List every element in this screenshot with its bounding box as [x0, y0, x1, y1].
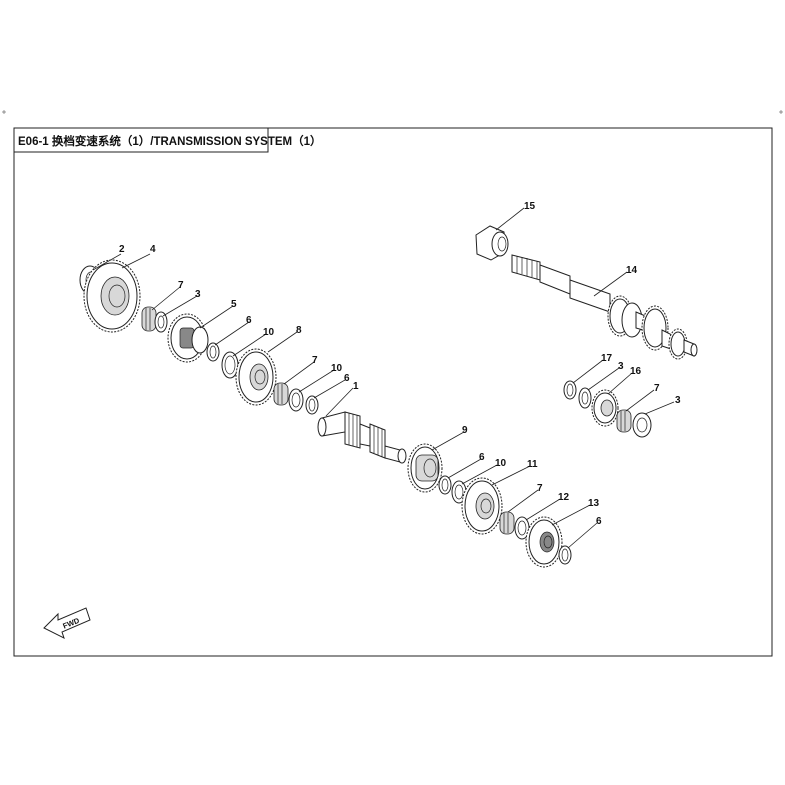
callout-8: 8 [296, 325, 302, 336]
callout-7: 7 [178, 280, 184, 291]
part-7-bearing-c [499, 511, 515, 535]
callout-3: 3 [618, 361, 624, 372]
callout-2: 2 [119, 244, 125, 255]
part-5-shifter-gear [167, 313, 209, 363]
callout-15: 15 [524, 201, 536, 212]
callout-6: 6 [596, 516, 602, 527]
leader-lines [92, 207, 675, 549]
callout-7: 7 [537, 483, 543, 494]
callout-13: 13 [588, 498, 600, 509]
callout-16: 16 [630, 366, 642, 377]
callout-10: 10 [331, 363, 343, 374]
callout-6: 6 [479, 452, 485, 463]
callout-5: 5 [231, 299, 237, 310]
callout-9: 9 [462, 425, 468, 436]
part-8-gear [235, 348, 277, 406]
callout-12: 12 [558, 492, 570, 503]
part-7-bearing-b [273, 382, 289, 406]
callout-6: 6 [344, 373, 350, 384]
part-10-washer-a [221, 351, 239, 379]
registration-marks [2, 110, 783, 114]
part-4-large-gear [83, 259, 141, 333]
callouts: 2 4 7 3 5 6 10 8 7 10 6 1 9 6 10 11 7 12… [119, 201, 681, 527]
callout-11: 11 [527, 459, 538, 470]
part-3-washer-c [632, 412, 652, 438]
callout-6: 6 [246, 315, 252, 326]
drawing-border [13, 127, 773, 657]
callout-17: 17 [601, 353, 613, 364]
callout-3: 3 [195, 289, 201, 300]
callout-7: 7 [312, 355, 318, 366]
fwd-arrow: FWD [43, 607, 91, 639]
part-16-gear [591, 389, 619, 427]
part-15-nut [475, 225, 509, 261]
part-7-bearing-a [141, 306, 157, 332]
part-17-circlip [563, 380, 577, 400]
part-10-washer-b [288, 388, 304, 412]
part-13-gear [525, 516, 563, 568]
part-12-washer [514, 516, 530, 540]
part-1-main-shaft [317, 411, 407, 464]
callout-7: 7 [654, 383, 660, 394]
part-6-circlip-b [305, 395, 319, 415]
callout-10: 10 [263, 327, 275, 338]
callout-4: 4 [150, 244, 156, 255]
part-6-circlip-d [558, 545, 572, 565]
callout-14: 14 [626, 265, 638, 276]
part-6-circlip-a [206, 342, 220, 362]
part-11-gear [461, 477, 503, 535]
part-9-gear [407, 443, 443, 493]
part-6-circlip-c [438, 475, 452, 495]
part-3-washer-b [578, 387, 592, 409]
callout-3: 3 [675, 395, 681, 406]
part-7-bearing-d [616, 409, 632, 433]
callout-1: 1 [353, 381, 359, 392]
part-3-washer-a [154, 311, 168, 333]
diagram-title: E06-1 换档变速系统（1）/TRANSMISSION SYSTEM（1） [18, 134, 322, 148]
part-14-countershaft [511, 254, 698, 360]
title-box [14, 127, 269, 153]
callout-10: 10 [495, 458, 507, 469]
